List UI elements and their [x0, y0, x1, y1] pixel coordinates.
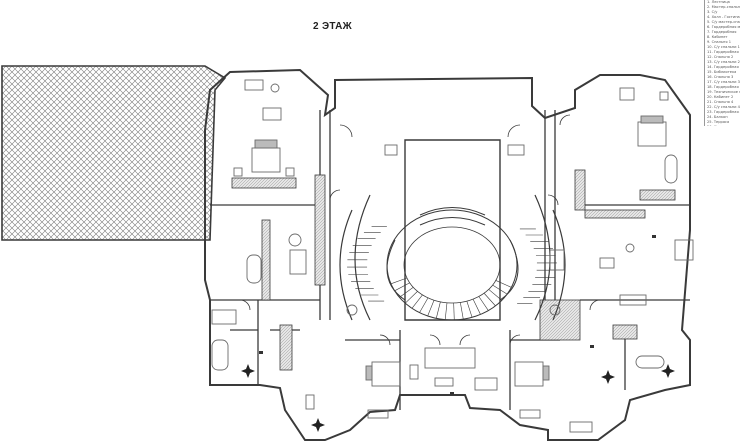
legend-item: 26. Итого — [705, 125, 740, 126]
stair-tread — [478, 296, 489, 311]
stair-tread — [405, 291, 418, 304]
stair-tread — [444, 302, 448, 320]
stair-tread — [390, 277, 407, 285]
legend-item: 4. Холл - Гостиная — [707, 15, 740, 19]
legend-item: 25. Терраса — [707, 120, 730, 124]
stair-treads — [347, 226, 557, 320]
central-staircase — [339, 139, 566, 321]
legend-item: 13. С/у спальни 2 — [707, 60, 740, 64]
wall-blocks — [231, 169, 676, 371]
stair-tread — [411, 294, 423, 309]
compass-star-icon — [241, 364, 675, 432]
legend-item: 24. Балкон — [707, 115, 728, 119]
stair-tread — [492, 284, 508, 295]
legend-item: 15. Библиотека — [707, 70, 737, 74]
stair-tread — [495, 280, 512, 288]
legend-item: 10. С/у спальни 1 — [707, 45, 740, 49]
furniture — [211, 79, 694, 433]
stair-tread — [453, 302, 455, 320]
legend-item: 20. Кабинет 2 — [707, 95, 734, 99]
legend-item: 8. Кабинет — [707, 35, 728, 39]
building-outline — [204, 68, 691, 441]
legend-item: 14. Гардеробная 2 — [707, 65, 740, 69]
stair-tread — [488, 289, 502, 301]
stair-tread — [435, 301, 441, 319]
legend-item: 7. Гардеробная — [707, 30, 737, 34]
stair-tread — [399, 287, 414, 298]
floor-title: 2 ЭТАЖ — [313, 21, 352, 32]
stair-tread — [466, 301, 473, 318]
legend-item: 19. Техническое помещение — [707, 90, 740, 94]
legend-item: 17. С/у спальни 3 — [707, 80, 740, 84]
legend-item: 12. Спальня 2 — [707, 55, 734, 59]
legend-item: 16. Спальня 3 — [707, 75, 734, 79]
stair-tread — [427, 300, 435, 317]
stair-tread — [460, 302, 464, 320]
legend-item: 2. Мастер-спальня — [707, 5, 740, 9]
stair-tread — [419, 297, 429, 313]
room-markers — [259, 235, 656, 395]
legend-item: 1. Лестница — [707, 0, 730, 4]
legend-item: 9. Спальня 1 — [707, 40, 731, 44]
stair-tread — [483, 293, 496, 307]
stair-tread — [472, 299, 481, 315]
legend-item: 3. С/у — [707, 10, 718, 14]
legend-item: 6. Гардеробная мастер-спальни — [707, 25, 740, 29]
legend-item: 5. С/у мастер-спальни — [707, 20, 740, 24]
legend-item: 23. Гардеробная 4 — [707, 110, 740, 114]
legend-item: 22. С/у спальни 4 — [707, 105, 740, 109]
doors — [239, 114, 601, 346]
legend-item: 21. Спальня 4 — [707, 100, 734, 104]
terrace — [1, 65, 227, 241]
legend-item: 18. Гардеробная 3 — [707, 85, 740, 89]
legend-item: 11. Гардеробная 1 — [707, 50, 740, 54]
stair-tread — [394, 282, 410, 292]
